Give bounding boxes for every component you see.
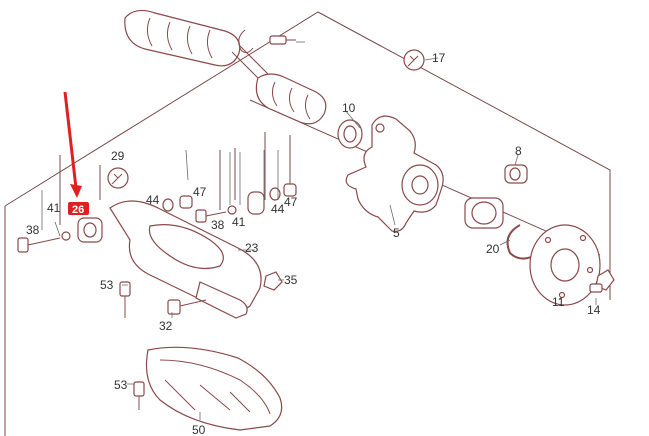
hub-nut: [589, 269, 615, 293]
wrench-icon: [107, 167, 129, 189]
callout-20: 20: [486, 242, 500, 256]
screw: [119, 281, 131, 318]
hex-bolt: [195, 205, 237, 223]
underbody-cover: [145, 346, 283, 431]
callout-14: 14: [587, 303, 601, 317]
callout-labels: 17 10 8 29 44 47 38 41 44 47 38 41 23 5 …: [26, 51, 601, 436]
screw: [133, 381, 145, 410]
wheel-carrier: [345, 115, 444, 232]
lock-nut: [263, 271, 283, 291]
circlip: [506, 224, 537, 260]
callout-29: 29: [111, 149, 125, 163]
trailing-arm: [109, 200, 262, 319]
spacer-sleeve: [247, 191, 265, 215]
highlighted-part-number: 26: [68, 202, 89, 216]
nut: [283, 183, 297, 197]
wheel-bearing: [464, 197, 504, 229]
callout-17: 17: [432, 51, 446, 65]
callout-32: 32: [159, 319, 173, 333]
callout-38: 38: [211, 218, 225, 232]
washer: [162, 198, 174, 212]
drive-shaft: [124, 9, 327, 125]
callout-44: 44: [146, 193, 160, 207]
callout-35: 35: [284, 273, 298, 287]
callout-23: 23: [245, 241, 259, 255]
highlighted-part-label: 26: [72, 204, 84, 216]
callout-5: 5: [393, 226, 400, 240]
washer: [269, 187, 281, 201]
boot-clip: [238, 29, 296, 54]
red-arrow-indicator: [63, 91, 82, 198]
callout-41: 41: [232, 215, 246, 229]
callout-10: 10: [342, 101, 356, 115]
seal-ring: [337, 119, 363, 149]
callout-44: 44: [271, 202, 285, 216]
callout-47: 47: [284, 195, 298, 209]
hex-bolt: [17, 231, 71, 253]
callout-8: 8: [515, 144, 522, 158]
assembly-frame: [4, 11, 611, 436]
wheel-hub: [529, 224, 601, 306]
nut: [179, 195, 193, 209]
callout-41: 41: [47, 201, 61, 215]
leader-lines: [41, 41, 597, 420]
control-arm-bushing: [77, 217, 103, 243]
callout-11: 11: [552, 295, 565, 309]
long-bolt: [167, 299, 207, 315]
callout-50: 50: [192, 423, 206, 436]
wrench-icon: [403, 49, 425, 71]
callout-53: 53: [100, 278, 114, 292]
bushing: [504, 164, 528, 184]
callout-53: 53: [114, 378, 128, 392]
callout-47: 47: [193, 185, 207, 199]
callout-38: 38: [26, 223, 40, 237]
